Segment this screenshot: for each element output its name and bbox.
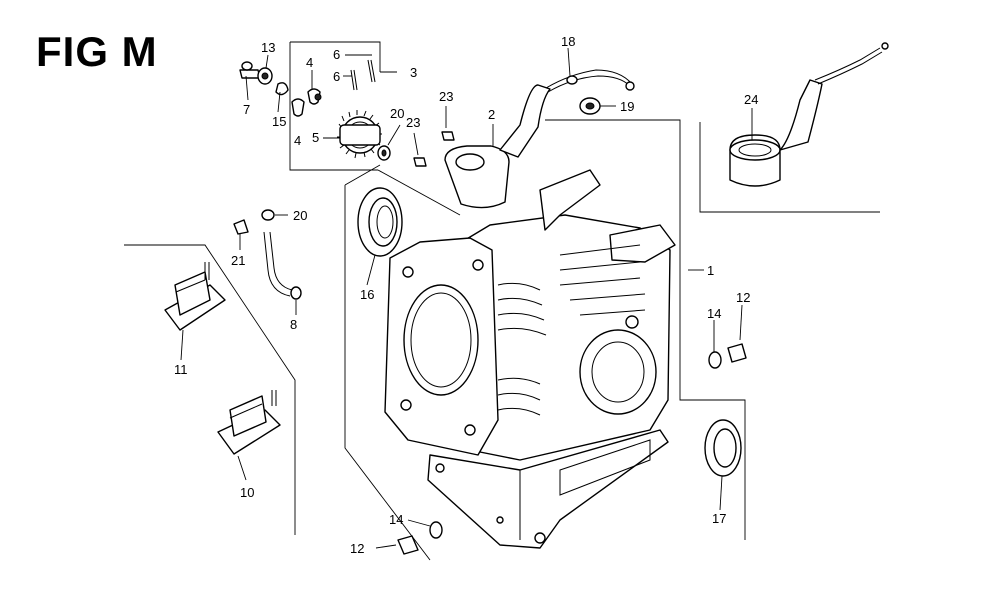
callout-15: 15 (272, 114, 286, 129)
callout-2: 2 (488, 107, 495, 122)
callout-13: 13 (261, 40, 275, 55)
oil-switch-assembly (413, 69, 635, 209)
callout-labels: 1 2 3 4 4 5 6 6 7 8 10 11 12 12 13 14 14… (174, 34, 758, 556)
group-boundary-lines (124, 41, 880, 561)
callout-18: 18 (561, 34, 575, 49)
oil-sensor-unit (729, 42, 889, 187)
governor-gear (337, 110, 382, 159)
callout-1: 1 (707, 263, 714, 278)
oil-seal-16 (357, 187, 403, 257)
leader-lines (180, 47, 753, 549)
callout-6b: 6 (333, 69, 340, 84)
callout-5: 5 (312, 130, 319, 145)
callout-20b: 20 (293, 208, 307, 223)
callout-16: 16 (360, 287, 374, 302)
callout-23b: 23 (406, 115, 420, 130)
drain-bolt-right (708, 343, 747, 369)
callout-6a: 6 (333, 47, 340, 62)
callout-14b: 14 (389, 512, 403, 527)
figure-title: FIG M (36, 28, 158, 75)
callout-11: 11 (174, 362, 188, 377)
nut-20 (261, 209, 275, 221)
callout-14a: 14 (707, 306, 721, 321)
engine-mount-lower (217, 390, 281, 455)
callout-12a: 12 (736, 290, 750, 305)
callout-20a: 20 (390, 106, 404, 121)
engine-mount-upper (164, 262, 226, 331)
callout-12b: 12 (350, 541, 364, 556)
callout-24: 24 (744, 92, 758, 107)
callout-3: 3 (410, 65, 417, 80)
drain-bolt-bottom (397, 521, 443, 555)
breather-tube (263, 231, 302, 300)
clip-21 (233, 219, 249, 235)
callout-4b: 4 (294, 133, 301, 148)
callout-19: 19 (620, 99, 634, 114)
callout-21: 21 (231, 253, 245, 268)
crankcase-block (384, 169, 676, 549)
oil-seal-17 (704, 419, 742, 477)
callout-23a: 23 (439, 89, 453, 104)
callout-8: 8 (290, 317, 297, 332)
governor-assembly (239, 59, 391, 161)
callout-17: 17 (712, 511, 726, 526)
callout-4a: 4 (306, 55, 313, 70)
callout-10: 10 (240, 485, 254, 500)
callout-7: 7 (243, 102, 250, 117)
